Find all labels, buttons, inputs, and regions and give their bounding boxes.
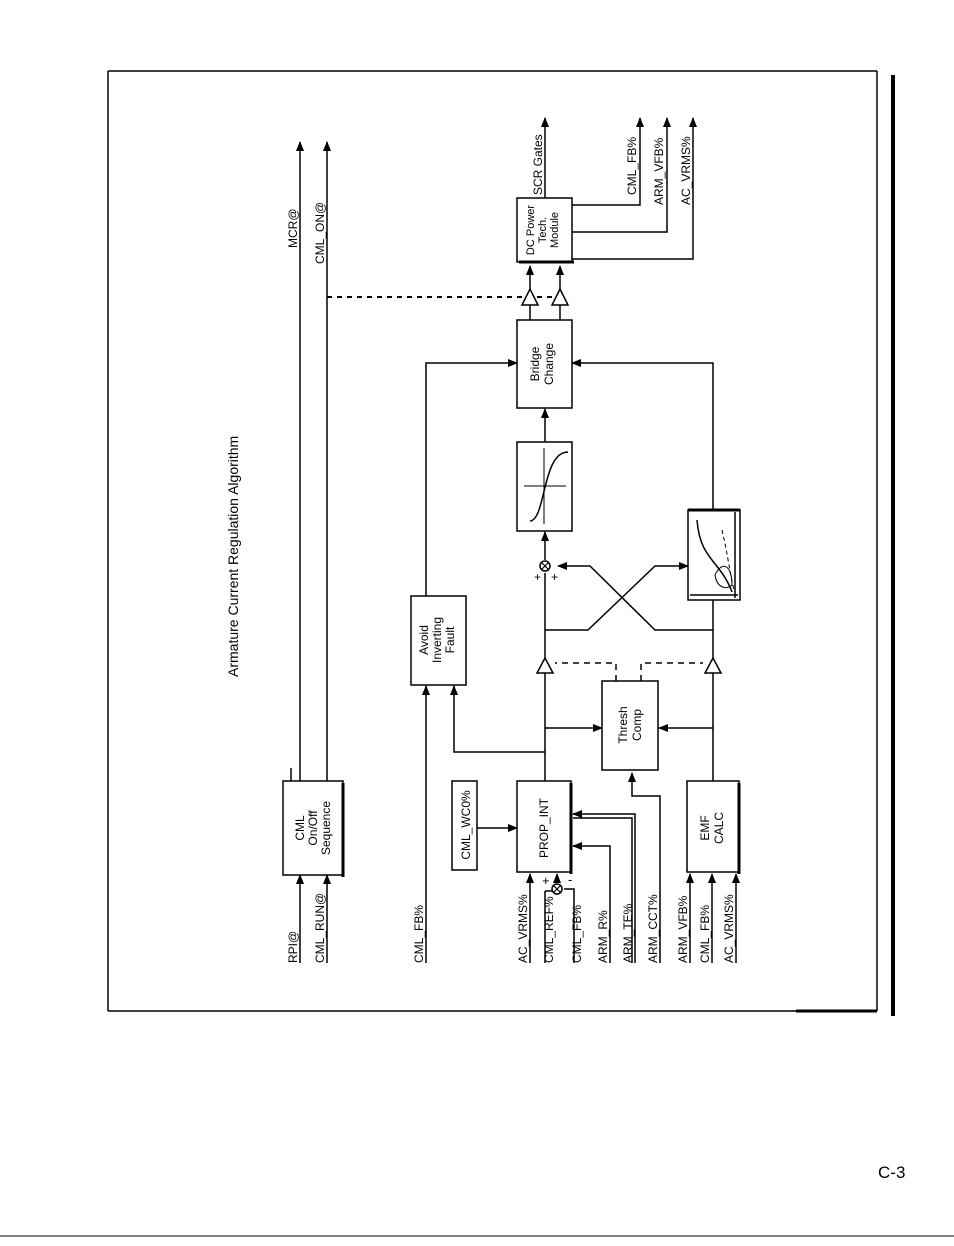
wire-avoid-to-bridge	[425, 359, 518, 596]
sum-junction-main	[539, 560, 551, 572]
cml-wco-block: CML_WC0%	[451, 780, 478, 871]
input-cml-ref: CML_REF%	[542, 896, 556, 963]
output-cml-on: CML_ON@	[313, 202, 327, 264]
output-arm-vfb: ARM_VFB%	[652, 137, 666, 205]
svg-text:EMFCALC: EMFCALC	[698, 812, 726, 844]
thresh-comp-block: ThreshComp	[601, 680, 659, 771]
input-cml-fb-top: CML_FB%	[412, 905, 426, 963]
prop-int-wiring	[526, 772, 661, 963]
output-cml-fb: CML_FB%	[625, 137, 639, 195]
diagram-title: Armature Current Regulation Algorithm	[225, 436, 241, 677]
output-ac-vrms: AC_VRMS%	[679, 136, 693, 205]
input-ac-vrms: AC_VRMS%	[516, 894, 530, 963]
input-arm-cct: ARM_CCT%	[646, 894, 660, 963]
prop-int-output-wiring	[450, 574, 603, 781]
output-mcr: MCR@	[286, 208, 300, 248]
sign-minus-fb: -	[568, 872, 572, 887]
output-wiring	[541, 117, 697, 260]
input-arm-te: ARM_TE%	[621, 903, 635, 963]
emf-calc-block: EMFCALC	[686, 780, 741, 874]
sign-plus-ref: +	[542, 873, 550, 888]
dc-power-block: DC PowerTech.Module	[516, 197, 574, 264]
frame	[107, 70, 895, 1016]
svg-text:BridgeChange: BridgeChange	[528, 343, 556, 385]
input-cml-run: CML_RUN@	[313, 893, 327, 963]
input-ac-vrms-emf: AC_VRMS%	[722, 894, 736, 963]
svg-text:DC PowerTech.Module: DC PowerTech.Module	[525, 205, 561, 255]
input-cml-fb-emf: CML_FB%	[698, 905, 712, 963]
emf-curve-block	[687, 508, 741, 601]
gate-triangles-mid	[535, 656, 723, 681]
sequence-block: CMLOn/OffSequence	[282, 780, 345, 877]
sum-junction-ref	[551, 883, 563, 895]
input-arm-r: ARM_R%	[596, 910, 610, 963]
svg-text:AvoidInvertingFault: AvoidInvertingFault	[417, 617, 457, 663]
input-arm-vfb: ARM_VFB%	[676, 895, 690, 963]
cross-wiring	[544, 562, 713, 631]
prop-int-block: PROP_INT	[516, 780, 573, 874]
gate-triangles-top	[520, 265, 570, 320]
page-number: C-3	[878, 1163, 906, 1182]
wire-emf-to-bridge	[571, 359, 714, 510]
input-rpi: RPI@	[286, 931, 300, 963]
input-cml-fb: CML_FB%	[570, 905, 584, 963]
prop-int-label: PROP_INT	[537, 797, 551, 858]
svg-text:ThreshComp: ThreshComp	[616, 706, 644, 743]
limiter-block	[516, 441, 573, 532]
sequence-wiring	[290, 141, 331, 963]
emf-calc-wiring	[658, 600, 740, 963]
cml-wco-label: CML_WC0%	[459, 790, 473, 860]
output-scr-gates: SCR Gates	[531, 134, 545, 195]
bridge-change-block: BridgeChange	[516, 319, 573, 409]
sign-plus-a: +	[534, 570, 541, 584]
sign-plus-b: +	[551, 570, 558, 584]
avoid-fault-block: AvoidInvertingFault	[410, 595, 467, 686]
svg-text:CMLOn/OffSequence: CMLOn/OffSequence	[293, 801, 333, 855]
